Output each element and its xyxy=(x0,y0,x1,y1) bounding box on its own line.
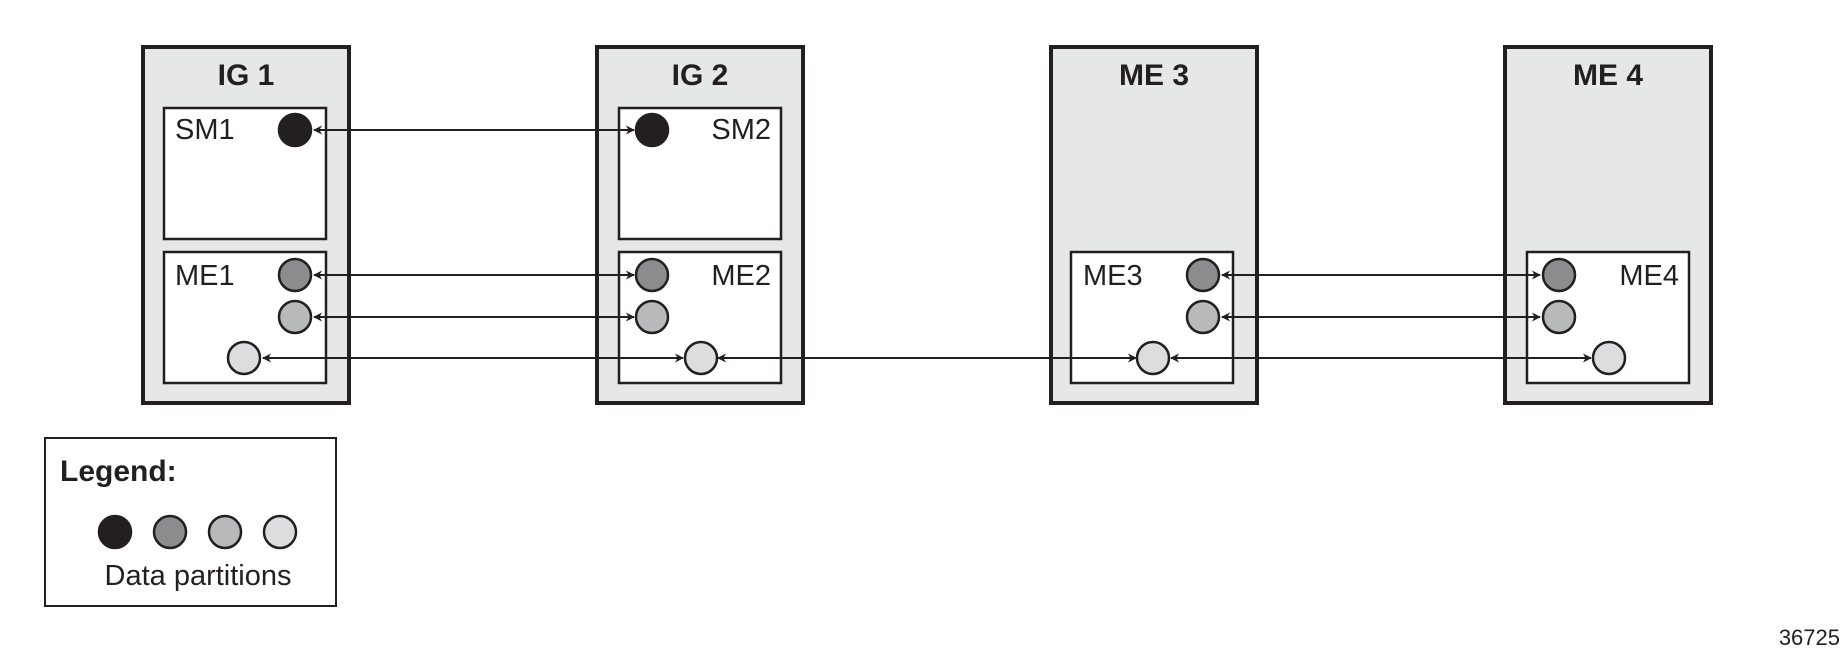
sm1-partition-dot xyxy=(277,112,313,148)
node-ig2: IG 2 SM2 ME2 xyxy=(595,45,805,405)
me4-partition-dot-2 xyxy=(1541,257,1577,293)
legend-dot-1 xyxy=(97,514,133,550)
me4-partition-dot-3 xyxy=(1541,299,1577,335)
partition-dots xyxy=(226,112,1627,376)
me2-label: ME2 xyxy=(711,260,771,292)
me4-label: ME4 xyxy=(1619,260,1679,292)
me3-partition-dot-4 xyxy=(1135,340,1171,376)
me3-partition-dot-3 xyxy=(1185,299,1221,335)
node-me3-title: ME 3 xyxy=(1119,59,1189,92)
legend-title: Legend: xyxy=(60,455,177,488)
me2-partition-dot-4 xyxy=(683,340,719,376)
legend-dot-4 xyxy=(262,514,298,550)
node-ig1-title: IG 1 xyxy=(218,59,275,92)
node-ig2-title: IG 2 xyxy=(672,59,729,92)
sm2-partition-dot xyxy=(634,112,670,148)
me1-partition-dot-4 xyxy=(226,340,262,376)
me1-label: ME1 xyxy=(175,260,235,292)
connections xyxy=(262,125,1592,363)
sm2-label: SM2 xyxy=(711,114,771,146)
me3-partition-dot-2 xyxy=(1185,257,1221,293)
node-me4-title: ME 4 xyxy=(1573,59,1643,92)
me3-label: ME3 xyxy=(1083,260,1143,292)
legend-dot-3 xyxy=(207,514,243,550)
figure-id: 36725 xyxy=(1779,625,1840,650)
legend-caption: Data partitions xyxy=(105,560,292,592)
sm1-label: SM1 xyxy=(175,114,235,146)
me1-partition-dot-3 xyxy=(277,299,313,335)
legend-dot-2 xyxy=(152,514,188,550)
me2-partition-dot-2 xyxy=(634,257,670,293)
me4-partition-dot-4 xyxy=(1591,340,1627,376)
me1-partition-dot-2 xyxy=(277,257,313,293)
me2-partition-dot-3 xyxy=(634,299,670,335)
legend: Legend: Data partitions xyxy=(44,437,337,607)
